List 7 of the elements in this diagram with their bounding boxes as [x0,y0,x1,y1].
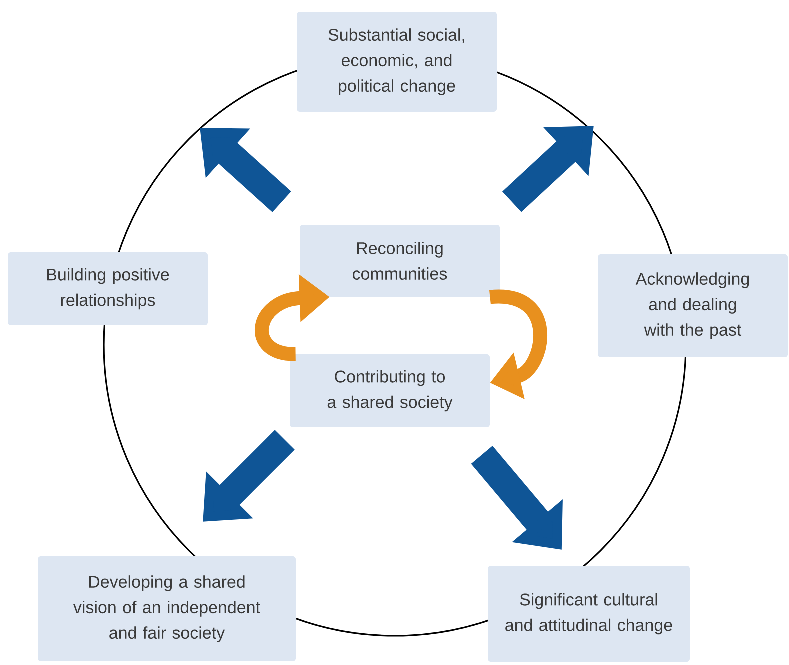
text-box: Acknowledging and dealing with the past [598,254,788,358]
text-box: Developing a shared vision of an independent and fair society [38,556,296,662]
text-box: Reconciling communities [300,225,500,297]
text-box: Building positive relationships [8,252,208,326]
text-box: Substantial social, economic, and political change [297,12,497,112]
text-box: Significant cultural and attitudinal change [488,566,690,662]
text-box: Contributing to a shared society [290,354,490,428]
